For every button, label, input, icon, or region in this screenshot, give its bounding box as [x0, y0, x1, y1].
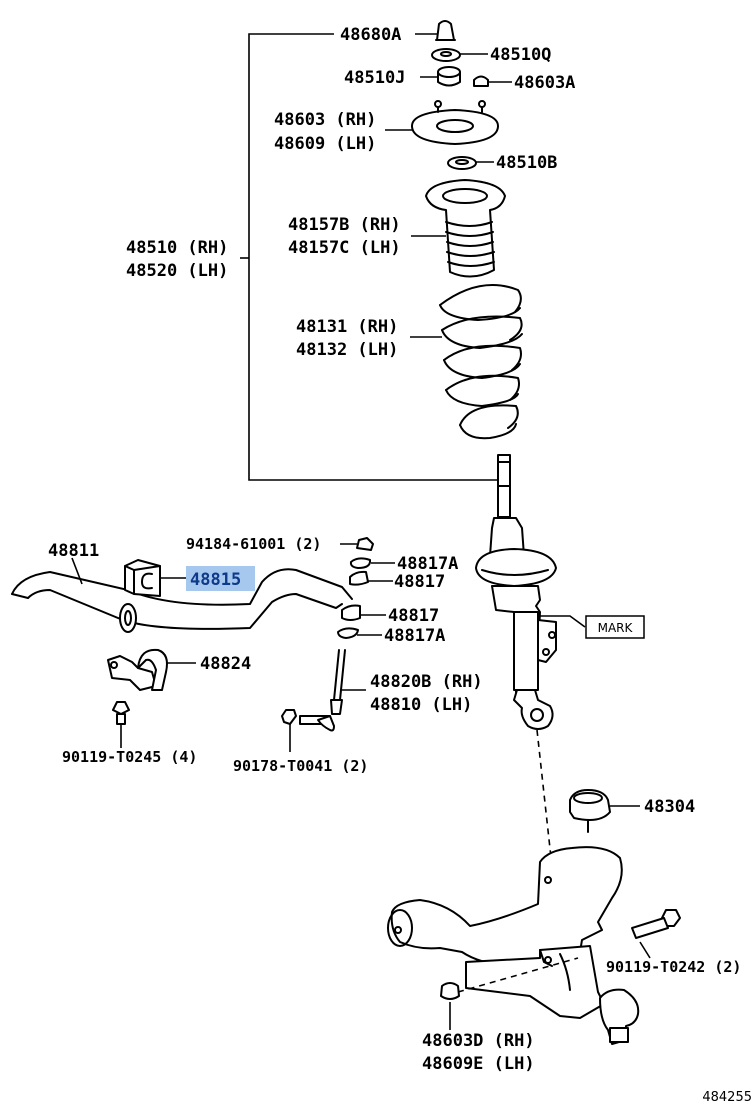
label-48132: 48132 (LH) — [296, 340, 398, 360]
diagram-id: 484255 — [702, 1090, 752, 1105]
part-48603-upper-mount — [411, 100, 499, 145]
part-48817A-top — [349, 557, 372, 569]
mark-box — [585, 615, 645, 639]
label-48510: 48510 (RH) — [126, 238, 228, 258]
label-48520: 48520 (LH) — [126, 261, 228, 281]
mark-text: MARK — [598, 621, 634, 635]
label-48603: 48603 (RH) — [274, 110, 376, 130]
label-48603A: 48603A — [514, 73, 575, 93]
part-48510J — [437, 66, 461, 87]
mark-leader — [538, 615, 586, 628]
part-shock-absorber — [475, 454, 557, 730]
label-48817-top: 48817 — [394, 572, 445, 592]
part-48815-bushing — [124, 559, 161, 597]
part-48131-coil-spring — [439, 284, 523, 440]
part-94184-nut — [356, 537, 374, 551]
part-48157-dust-boot — [425, 179, 506, 278]
label-48131: 48131 (RH) — [296, 317, 398, 337]
part-48811-stabilizer-bar — [11, 568, 353, 633]
label-90119-T0245: 90119-T0245 (4) — [62, 748, 197, 766]
part-48817-bot — [341, 604, 361, 621]
label-48157B: 48157B (RH) — [288, 215, 401, 235]
label-48817A-bot: 48817A — [384, 626, 445, 646]
label-48157C: 48157C (LH) — [288, 238, 401, 258]
label-48510B: 48510B — [496, 153, 557, 173]
label-48811: 48811 — [48, 541, 99, 561]
label-48609: 48609 (LH) — [274, 134, 376, 154]
part-48304-bump-stopper — [569, 789, 611, 833]
part-48817-top — [349, 570, 369, 586]
highlight-48815 — [186, 566, 255, 591]
label-48603D: 48603D (RH) — [422, 1031, 535, 1051]
label-48609E: 48609E (LH) — [422, 1054, 535, 1074]
label-90178: 90178-T0041 (2) — [233, 757, 368, 775]
label-48815: 48815 — [190, 570, 241, 590]
part-lower-arm — [387, 846, 640, 1045]
label-48820B: 48820B (RH) — [370, 672, 483, 692]
part-90119-T0245-bolt — [112, 701, 130, 725]
leader-90119-T0242 — [639, 941, 651, 959]
label-48304: 48304 — [644, 797, 695, 817]
part-48824-bracket — [107, 648, 168, 691]
leader-48811 — [71, 557, 83, 585]
label-48817A-top: 48817A — [397, 554, 458, 574]
label-48510Q: 48510Q — [490, 45, 551, 65]
part-90119-T0242-bolt — [631, 909, 681, 939]
part-90178-nut — [281, 709, 297, 725]
strut-assembly-bracket — [248, 33, 502, 481]
part-48817A-bot — [337, 627, 359, 639]
label-48817-bot: 48817 — [388, 606, 439, 626]
label-48680A: 48680A — [340, 25, 401, 45]
label-90119-T0242: 90119-T0242 (2) — [606, 958, 741, 976]
label-48510J: 48510J — [344, 68, 405, 88]
label-48824: 48824 — [200, 654, 251, 674]
part-48603A — [473, 75, 489, 87]
part-48820B-stabilizer-link — [299, 649, 346, 732]
dashed-nut-to-arm — [457, 957, 579, 993]
label-48810: 48810 (LH) — [370, 695, 472, 715]
part-48510B — [447, 156, 477, 170]
part-48603D-nut — [440, 982, 460, 1000]
part-48680A — [435, 20, 456, 41]
label-94184: 94184-61001 (2) — [186, 535, 321, 553]
part-48510Q — [431, 48, 461, 62]
